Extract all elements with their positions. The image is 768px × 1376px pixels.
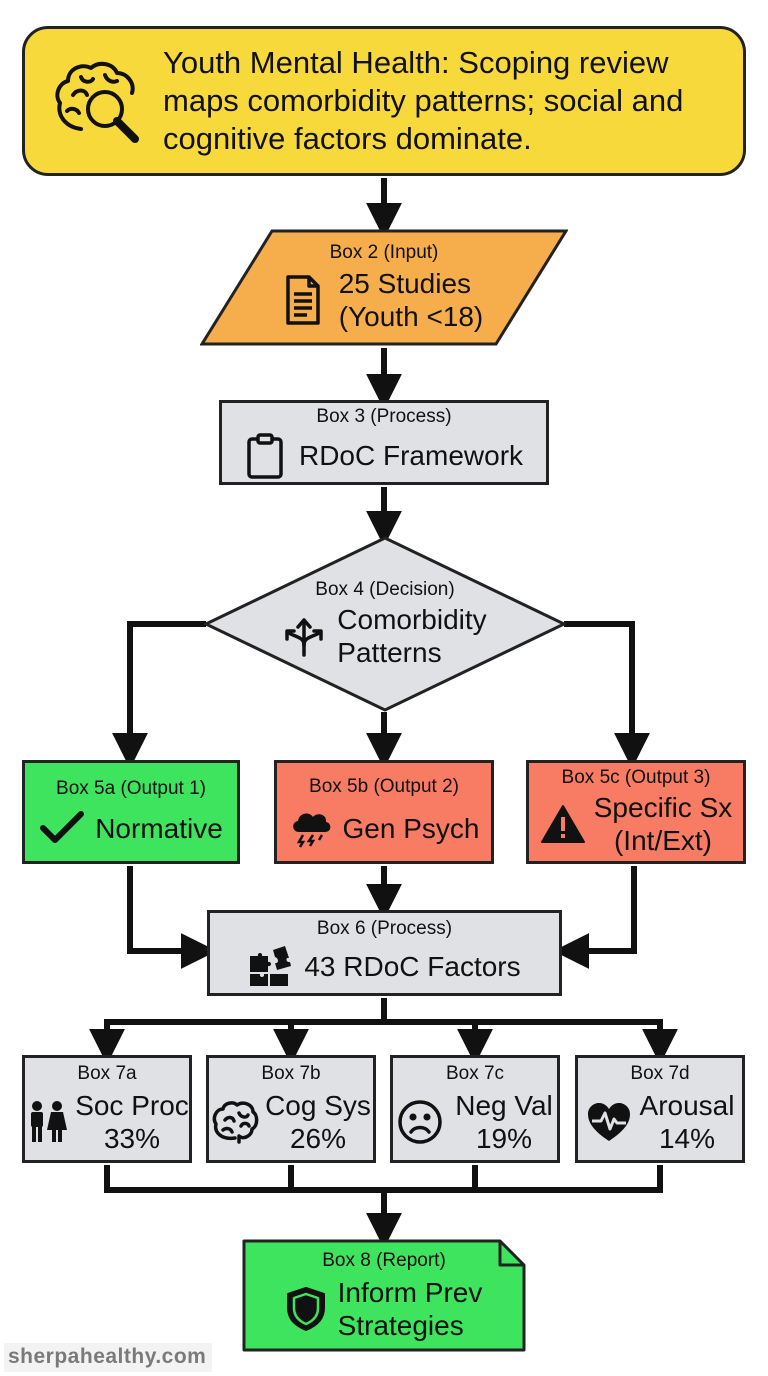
title-banner: Youth Mental Health: Scoping review maps… — [22, 26, 746, 176]
brain-icon — [211, 1100, 259, 1144]
heartbeat-icon — [586, 1101, 632, 1143]
box5c-line2: (Int/Ext) — [613, 825, 712, 856]
box7a-pct: 33% — [103, 1123, 161, 1154]
box8-label: Box 8 (Report) — [322, 1249, 446, 1271]
box4-line1: Comorbidity — [337, 604, 487, 635]
box2-input: Box 2 (Input) 25 Studies (Youth <18) — [200, 229, 568, 346]
box7b-pct: 26% — [289, 1123, 347, 1154]
clipboard-icon — [245, 432, 285, 480]
watermark: sherpahealthy.com — [4, 1343, 213, 1372]
box3-text: RDoC Framework — [298, 440, 524, 471]
box5b-text: Gen Psych — [342, 812, 480, 844]
box2-label: Box 2 (Input) — [329, 242, 439, 263]
box7a-name: Soc Proc — [75, 1090, 189, 1121]
box4-line2: Patterns — [337, 637, 442, 668]
box6-text: 43 RDoC Factors — [304, 950, 521, 982]
box5b-output: Box 5b (Output 2) Gen Psych — [274, 760, 494, 864]
box3-process: Box 3 (Process) RDoC Framework — [219, 400, 549, 485]
box3-label: Box 3 (Process) — [316, 405, 452, 427]
arrow-box5c-to-box6 — [553, 866, 637, 969]
split-arrows-icon — [283, 615, 325, 657]
puzzle-icon — [248, 944, 292, 988]
box7d-pct: 14% — [658, 1123, 716, 1154]
box8-report: Box 8 (Report) Inform Prev Strategies — [242, 1239, 526, 1352]
box5a-output: Box 5a (Output 1) Normative — [22, 760, 240, 864]
box7b: Box 7b Cog Sys 26% — [206, 1055, 376, 1163]
arrow-box4-to-box5a — [112, 621, 206, 769]
box7d: Box 7d Arousal 14% — [575, 1055, 745, 1163]
box7c-name: Neg Val — [455, 1090, 553, 1121]
warning-icon — [540, 804, 586, 844]
box5b-label: Box 5b (Output 2) — [309, 776, 459, 797]
box8-line2: Strategies — [337, 1309, 464, 1341]
box4-label: Box 4 (Decision) — [315, 579, 455, 600]
box5c-label: Box 5c (Output 3) — [561, 767, 711, 788]
box7c-label: Box 7c — [445, 1063, 505, 1084]
arrow-box5a-to-box6 — [127, 866, 217, 969]
box5a-label: Box 5a (Output 1) — [56, 778, 206, 799]
arrow-box4-to-box5c — [564, 621, 650, 769]
document-icon — [285, 274, 321, 326]
box5a-text: Normative — [95, 812, 223, 844]
shield-icon — [286, 1286, 326, 1332]
box7c: Box 7c Neg Val 19% — [390, 1055, 560, 1163]
box4-decision: Box 4 (Decision) Comorbidity Patterns — [204, 536, 566, 712]
box7d-name: Arousal — [639, 1090, 735, 1121]
box7d-label: Box 7d — [630, 1063, 690, 1084]
box6-process: Box 6 (Process) 43 RDoC Factors — [207, 910, 562, 996]
box6-label: Box 6 (Process) — [316, 918, 453, 939]
people-icon — [25, 1100, 69, 1144]
box7b-name: Cog Sys — [265, 1090, 371, 1121]
storm-cloud-icon — [289, 808, 333, 848]
box2-line2: (Youth <18) — [338, 301, 484, 332]
box8-line1: Inform Prev — [337, 1276, 483, 1308]
box5c-output: Box 5c (Output 3) Specific Sx (Int/Ext) — [526, 760, 746, 864]
checkmark-icon — [39, 810, 85, 846]
box7b-label: Box 7b — [261, 1063, 321, 1084]
brain-search-icon — [47, 55, 147, 147]
box7a: Box 7a Soc Proc 33% — [22, 1055, 192, 1163]
box2-line1: 25 Studies — [338, 268, 472, 299]
sad-face-icon — [397, 1099, 443, 1145]
box5c-line1: Specific Sx — [593, 792, 733, 823]
title-text: Youth Mental Health: Scoping review maps… — [163, 45, 684, 156]
box7c-pct: 19% — [475, 1123, 533, 1154]
box7a-label: Box 7a — [77, 1063, 137, 1084]
